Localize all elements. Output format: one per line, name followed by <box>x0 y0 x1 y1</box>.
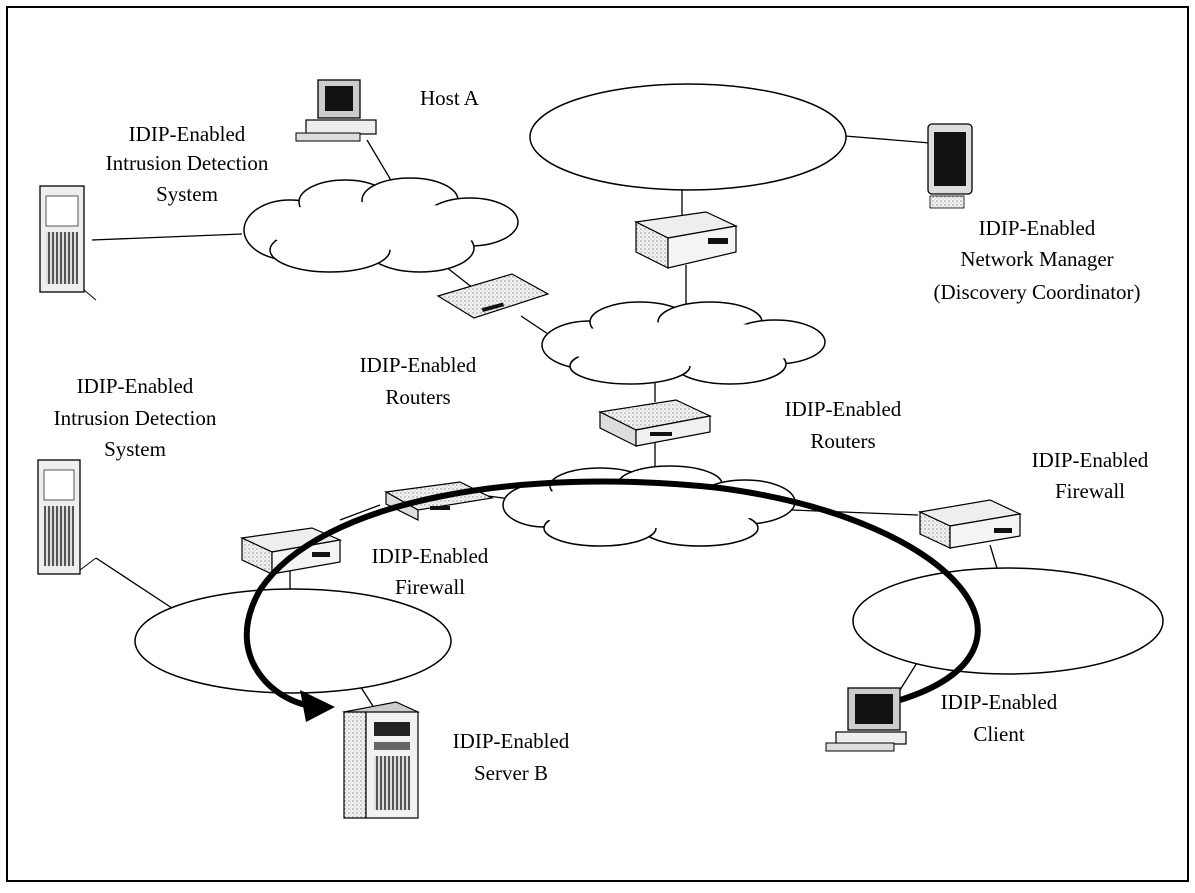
svg-text:IDIP-Enabled: IDIP-Enabled <box>785 397 902 421</box>
svg-text:IDIP-Enabled: IDIP-Enabled <box>360 353 477 377</box>
svg-text:Intrusion Detection: Intrusion Detection <box>54 406 217 430</box>
svg-text:(Discovery Coordinator): (Discovery Coordinator) <box>933 280 1140 304</box>
svg-text:IDIP-Enabled: IDIP-Enabled <box>129 122 246 146</box>
link-ids-top-cloud1 <box>91 233 243 241</box>
firewall-left-icon <box>239 527 343 575</box>
svg-text:Server B: Server B <box>474 761 548 785</box>
ids-top-tower-icon <box>39 185 97 301</box>
network-ellipse-right <box>852 567 1164 675</box>
server-b-icon <box>342 701 420 819</box>
svg-text:Firewall: Firewall <box>395 575 465 599</box>
server-b-label: IDIP-Enabled Server B <box>453 729 570 785</box>
svg-text:Client: Client <box>973 722 1024 746</box>
svg-text:IDIP-Enabled: IDIP-Enabled <box>1032 448 1149 472</box>
svg-text:IDIP-Enabled: IDIP-Enabled <box>453 729 570 753</box>
network-manager-label: IDIP-Enabled Network Manager (Discovery … <box>933 216 1140 304</box>
network-cloud-2-fill <box>555 322 815 366</box>
host-a-computer-icon <box>295 79 377 142</box>
router-middle-icon <box>598 399 712 447</box>
svg-text:Intrusion Detection: Intrusion Detection <box>106 151 269 175</box>
svg-text:System: System <box>104 437 166 461</box>
network-ellipse-top <box>529 83 847 191</box>
host-a-label: Host A <box>420 86 480 110</box>
firewall-right-label: IDIP-Enabled Firewall <box>1032 448 1149 503</box>
routers-left-label: IDIP-Enabled Routers <box>360 353 477 409</box>
network-manager-icon <box>927 123 973 209</box>
svg-text:IDIP-Enabled: IDIP-Enabled <box>941 690 1058 714</box>
svg-text:Network Manager: Network Manager <box>960 247 1113 271</box>
ids-left-label: IDIP-Enabled Intrusion Detection System <box>54 374 217 461</box>
link-hosta-cloud1 <box>366 139 393 183</box>
firewall-right-icon <box>918 499 1022 549</box>
svg-text:Firewall: Firewall <box>1055 479 1125 503</box>
network-cloud-1-fill <box>255 202 495 250</box>
link-router1-cloud2 <box>520 315 549 335</box>
client-label: IDIP-Enabled Client <box>941 690 1058 746</box>
router-top-icon <box>634 211 738 269</box>
network-cloud-3-fill <box>520 484 770 528</box>
svg-text:System: System <box>156 182 218 206</box>
link-ids-left-ellipse <box>95 557 179 613</box>
firewall-left-label: IDIP-Enabled Firewall <box>372 544 489 599</box>
svg-text:IDIP-Enabled: IDIP-Enabled <box>372 544 489 568</box>
svg-text:IDIP-Enabled: IDIP-Enabled <box>979 216 1096 240</box>
ids-top-label: IDIP-Enabled Intrusion Detection System <box>106 122 269 206</box>
router-left-icon <box>436 273 550 319</box>
link-cloud3-firewall-r <box>791 509 919 516</box>
svg-text:Routers: Routers <box>810 429 875 453</box>
attack-trace-arrow <box>243 478 981 709</box>
routers-right-label: IDIP-Enabled Routers <box>785 397 902 453</box>
diagram-frame <box>6 6 1189 882</box>
link-router3-firewall-l <box>339 504 381 521</box>
client-computer-icon <box>825 687 907 752</box>
network-ellipse-left <box>134 588 452 694</box>
link-ellipse-netmgr <box>844 135 931 144</box>
svg-text:IDIP-Enabled: IDIP-Enabled <box>77 374 194 398</box>
attack-trace-arrowhead <box>300 690 335 722</box>
svg-text:Routers: Routers <box>385 385 450 409</box>
ids-left-tower-icon <box>37 459 97 575</box>
